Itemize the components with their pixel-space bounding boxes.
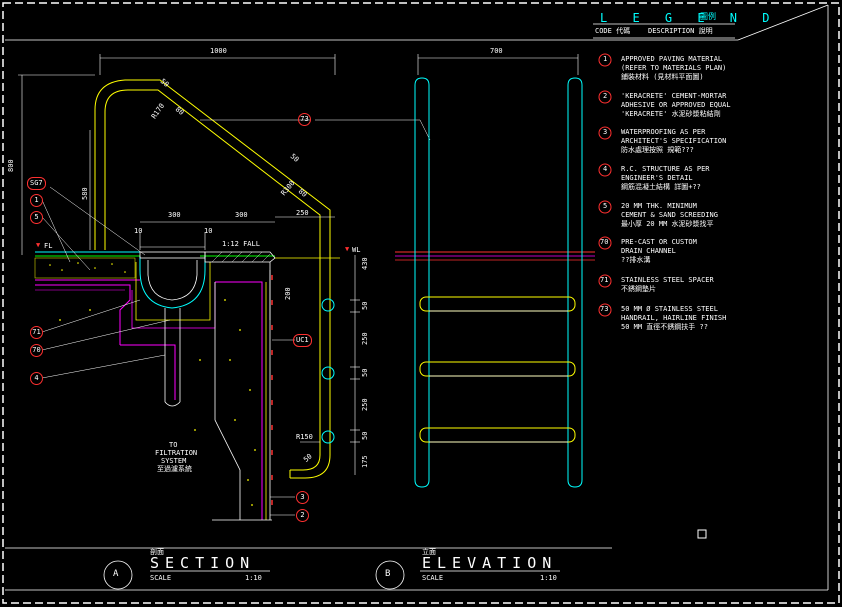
elevation-b-drawing (375, 54, 595, 590)
section-a-drawing (5, 54, 612, 590)
marker-square (697, 529, 707, 539)
